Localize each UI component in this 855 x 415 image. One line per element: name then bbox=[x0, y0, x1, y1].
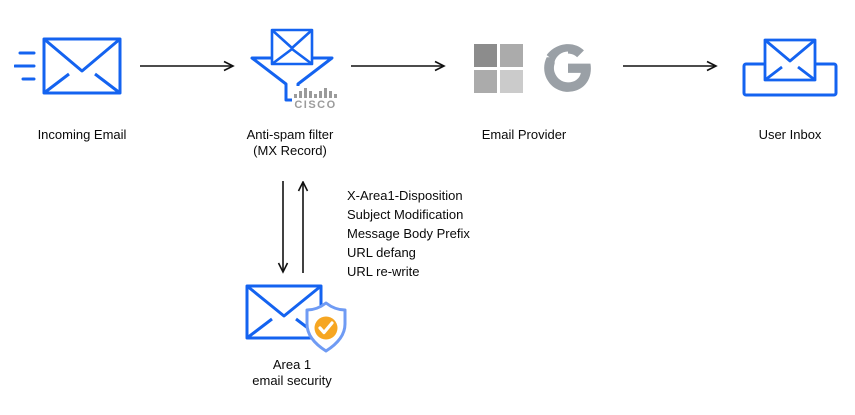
annotation-line: X-Area1-Disposition bbox=[347, 188, 463, 203]
area1-label: Area 1 bbox=[272, 357, 312, 372]
annotation-line: URL defang bbox=[347, 245, 416, 260]
microsoft-logo bbox=[474, 44, 523, 93]
area1-security-icon bbox=[245, 284, 347, 353]
user-inbox-label: User Inbox bbox=[758, 127, 822, 142]
arrow-incoming-to-antispam bbox=[140, 60, 235, 72]
incoming-email-icon bbox=[14, 37, 122, 95]
cisco-logo: CISCO bbox=[292, 86, 339, 112]
anti-spam-filter-icon bbox=[250, 28, 334, 102]
cisco-bars-icon bbox=[294, 87, 337, 98]
arrow-area1-to-antispam bbox=[297, 181, 309, 273]
envelope-icon bbox=[270, 28, 314, 66]
anti-spam-label: Anti-spam filter bbox=[246, 127, 334, 142]
anti-spam-sublabel: (MX Record) bbox=[253, 143, 327, 158]
disposition-annotations: X-Area1-Disposition Subject Modification… bbox=[347, 186, 470, 281]
arrow-antispam-to-area1 bbox=[277, 181, 289, 274]
arrow-antispam-to-provider bbox=[351, 60, 446, 72]
email-provider-label: Email Provider bbox=[481, 127, 567, 142]
area1-sublabel: email security bbox=[252, 373, 332, 388]
google-logo bbox=[544, 44, 591, 92]
envelope-icon bbox=[42, 37, 122, 95]
arrow-provider-to-inbox bbox=[623, 60, 718, 72]
area1-label-block: Area 1 email security bbox=[222, 357, 362, 389]
shield-check-icon bbox=[305, 301, 347, 353]
cisco-wordmark: CISCO bbox=[294, 99, 337, 111]
user-inbox-icon bbox=[742, 38, 838, 97]
envelope-icon bbox=[763, 38, 817, 82]
annotation-line: URL re-write bbox=[347, 264, 420, 279]
incoming-email-label: Incoming Email bbox=[37, 127, 127, 142]
annotation-line: Subject Modification bbox=[347, 207, 464, 222]
speed-lines-icon bbox=[14, 51, 36, 81]
anti-spam-label-block: Anti-spam filter (MX Record) bbox=[220, 127, 360, 159]
annotation-line: Message Body Prefix bbox=[347, 226, 470, 241]
